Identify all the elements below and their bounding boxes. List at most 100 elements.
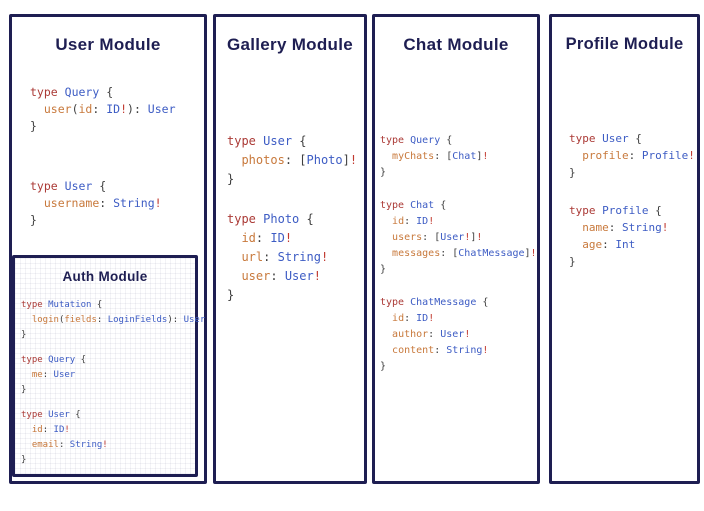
token-field-name: messages: [392, 248, 441, 259]
token-type-name: String: [277, 250, 321, 264]
auth-module-panel: Auth Module type Mutation { login(fields…: [12, 255, 205, 477]
token-punctuation: [227, 269, 241, 283]
code-block: type Profile { name: String! age: Int}: [569, 202, 695, 270]
token-punctuation: : [: [284, 153, 307, 167]
token-type-name: ID: [416, 313, 429, 324]
code-block: type User { profile: Profile!}: [569, 130, 695, 181]
code-line: type User {: [227, 132, 357, 151]
token-keyword: type: [227, 212, 256, 226]
token-non-null-bang: !: [428, 313, 435, 324]
gallery-module-title: Gallery Module: [226, 35, 354, 54]
token-punctuation: (: [58, 315, 65, 325]
token-punctuation: }: [227, 288, 235, 302]
token-field-name: user: [43, 102, 72, 116]
token-punctuation: [227, 231, 241, 245]
token-type-name: Photo: [263, 212, 300, 226]
token-punctuation: [58, 85, 65, 99]
token-punctuation: [30, 196, 44, 210]
token-punctuation: {: [69, 410, 81, 420]
code-block: type User { photos: [Photo]!}: [227, 132, 357, 189]
token-non-null-bang: !: [120, 102, 128, 116]
token-keyword: type: [227, 134, 256, 148]
profile-module-code: type User { profile: Profile!} type Profi…: [569, 130, 695, 270]
token-field-name: name: [582, 221, 609, 234]
profile-module-panel: Profile Module type User { profile: Prof…: [549, 14, 700, 484]
token-punctuation: {: [476, 297, 489, 308]
code-line: id: ID!: [21, 423, 205, 438]
token-punctuation: :: [42, 425, 54, 435]
code-line: id: ID!: [380, 214, 537, 230]
auth-module-title: Auth Module: [62, 269, 148, 284]
code-line: photos: [Photo]!: [227, 151, 357, 170]
code-line: }: [380, 359, 537, 375]
token-field-name: id: [78, 102, 93, 116]
token-punctuation: ]: [476, 151, 483, 162]
token-punctuation: :: [628, 149, 642, 162]
token-punctuation: {: [434, 200, 447, 211]
token-field-name: url: [241, 250, 264, 264]
token-field-name: id: [392, 313, 405, 324]
token-punctuation: [58, 179, 65, 193]
code-line: name: String!: [569, 219, 695, 236]
code-line: }: [21, 383, 205, 398]
code-line: type Chat {: [380, 198, 537, 214]
token-punctuation: [569, 238, 582, 251]
token-punctuation: ]: [342, 153, 350, 167]
code-block: type ChatMessage { id: ID! author: User!…: [380, 295, 537, 375]
token-type-name: Query: [410, 135, 441, 146]
token-type-name: User: [440, 232, 465, 243]
token-punctuation: ):: [127, 102, 148, 116]
token-keyword: type: [380, 200, 405, 211]
user-module-code: type Query { user(id: ID!): User}type Us…: [30, 84, 176, 229]
code-line: type User {: [569, 130, 695, 147]
token-punctuation: [569, 149, 582, 162]
code-line: myChats: [Chat]!: [380, 149, 537, 165]
token-non-null-bang: !: [464, 232, 471, 243]
token-type-name: User: [48, 410, 70, 420]
token-field-name: me: [31, 370, 43, 380]
token-punctuation: : [: [422, 232, 441, 243]
token-type-name: User: [440, 329, 465, 340]
chat-module-code: type Query { myChats: [Chat]!} type Chat …: [380, 133, 537, 375]
token-punctuation: :: [608, 221, 622, 234]
token-field-name: fields: [64, 315, 97, 325]
token-punctuation: :: [602, 238, 616, 251]
token-punctuation: {: [299, 212, 314, 226]
code-line: profile: Profile!: [569, 147, 695, 164]
token-punctuation: : [: [440, 248, 459, 259]
token-punctuation: :: [270, 269, 285, 283]
code-line: type Profile {: [569, 202, 695, 219]
token-keyword: type: [21, 300, 43, 310]
token-punctuation: (: [71, 102, 79, 116]
code-block: type Mutation { login(fields: LoginField…: [21, 298, 205, 343]
code-block: type Query { me: User}: [21, 353, 205, 398]
token-keyword: type: [569, 132, 596, 145]
token-punctuation: }: [21, 330, 27, 340]
token-keyword: type: [380, 297, 405, 308]
token-punctuation: [380, 151, 392, 162]
code-line: type Photo {: [227, 210, 357, 229]
token-keyword: type: [21, 410, 43, 420]
code-line: }: [380, 165, 537, 181]
code-line: username: String!: [30, 195, 176, 212]
code-line: type ChatMessage {: [380, 295, 537, 311]
code-line: user(id: ID!): User: [30, 101, 176, 118]
token-type-name: String: [446, 345, 483, 356]
token-non-null-bang: !: [482, 151, 489, 162]
token-punctuation: {: [292, 134, 307, 148]
token-field-name: login: [31, 315, 59, 325]
user-module-title: User Module: [55, 35, 161, 54]
token-punctuation: {: [99, 85, 114, 99]
code-line: user: User!: [227, 267, 357, 286]
token-field-name: content: [392, 345, 435, 356]
code-line: }: [30, 212, 176, 229]
token-type-name: User: [53, 370, 76, 380]
token-type-name: Chat: [410, 200, 435, 211]
token-punctuation: {: [75, 355, 87, 365]
auth-module-code: type Mutation { login(fields: LoginField…: [21, 298, 205, 468]
token-non-null-bang: !: [688, 149, 695, 162]
token-punctuation: }: [227, 172, 235, 186]
token-keyword: type: [30, 85, 58, 99]
token-non-null-bang: !: [428, 216, 435, 227]
